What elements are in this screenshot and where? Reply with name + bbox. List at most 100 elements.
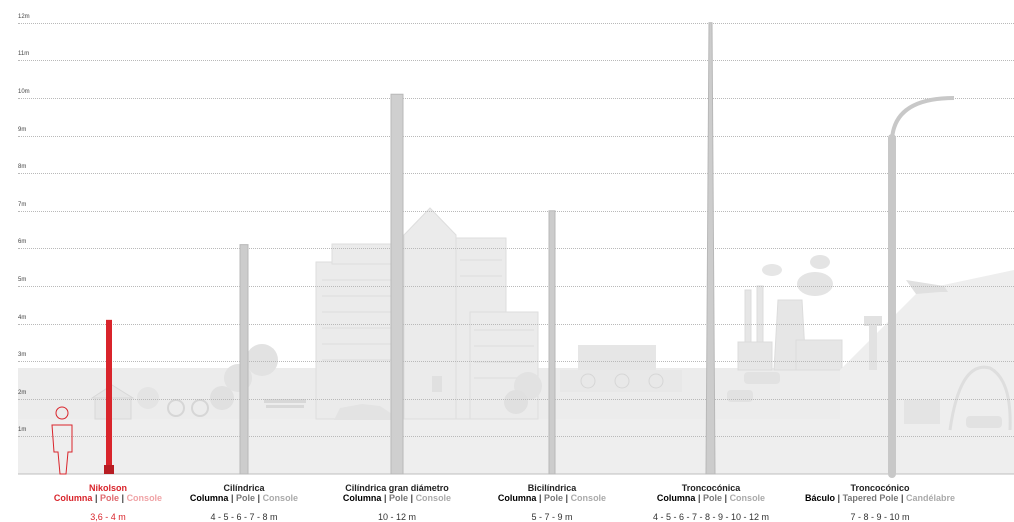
sign-illustration (432, 376, 442, 392)
control-tower-illustration (869, 326, 877, 370)
height-gridline (18, 248, 1014, 249)
product-caption-troncoconica: Troncocónica Columna | Pole | Console 4 … (626, 483, 796, 522)
product-height-range: 10 - 12 m (377, 512, 417, 522)
tree-illustration (210, 386, 234, 410)
type-tertiary: Console (415, 493, 452, 503)
car-illustration (744, 372, 780, 384)
car-illustration (334, 404, 392, 420)
smoke-illustration (810, 255, 830, 269)
height-gridline (18, 136, 1014, 137)
pole-baculo-arm (890, 96, 955, 141)
control-tower-illustration (864, 316, 882, 326)
bench-illustration (264, 399, 306, 403)
product-types: Columna | Pole | Console (342, 493, 452, 503)
product-height-range: 5 - 7 - 9 m (531, 512, 573, 522)
station-building-illustration (578, 345, 656, 370)
mountain-illustration (840, 270, 1014, 419)
truck-illustration (904, 400, 940, 424)
type-primary: Columna (189, 493, 229, 503)
type-tertiary: Console (262, 493, 299, 503)
height-tick-label: 3m (18, 352, 27, 358)
height-tick-label: 6m (18, 239, 27, 245)
pole-bicilindrica (548, 210, 556, 475)
type-secondary: Pole (543, 493, 563, 503)
product-name: Troncocónica (681, 483, 741, 493)
type-primary: Columna (656, 493, 696, 503)
wheel-icon (580, 373, 596, 389)
product-types: Columna | Pole | Console (189, 493, 299, 503)
height-tick-label: 4m (18, 315, 27, 321)
height-tick-label: 12m (18, 14, 30, 20)
tree-illustration (137, 387, 159, 409)
car-illustration (966, 416, 1002, 428)
pole-troncoconica (705, 22, 716, 475)
product-types: Columna | Pole | Console (656, 493, 766, 503)
product-caption-cilindrica-gran-diametro: Cilíndrica gran diámetro Columna | Pole … (312, 483, 482, 522)
pole-nikolson (106, 319, 112, 474)
type-tertiary: Console (570, 493, 607, 503)
product-name: Cilíndrica (223, 483, 265, 493)
height-tick-label: 2m (18, 390, 27, 396)
cyclist-wheel-icon (167, 399, 185, 417)
product-name: Bicilíndrica (527, 483, 577, 493)
ground-band (18, 419, 1014, 474)
pole-base (104, 465, 114, 474)
building-windows-illustration (322, 259, 534, 379)
type-secondary: Pole (235, 493, 255, 503)
product-caption-troncoconico: Troncocónico Báculo | Tapered Pole | Can… (795, 483, 965, 522)
type-primary: Columna (497, 493, 537, 503)
pole-cilindrica (239, 244, 249, 475)
height-tick-label: 5m (18, 277, 27, 283)
type-secondary: Tapered Pole (842, 493, 899, 503)
height-tick-label: 10m (18, 89, 30, 95)
height-gridline (18, 324, 1014, 325)
wheel-icon (648, 373, 664, 389)
type-primary: Columna (342, 493, 382, 503)
product-name: Troncocónico (850, 483, 910, 493)
height-gridline (18, 436, 1014, 437)
product-height-range: 7 - 8 - 9 - 10 m (850, 512, 910, 522)
person-scale-icon (51, 406, 73, 475)
type-secondary: Pole (702, 493, 722, 503)
height-gridline (18, 23, 1014, 24)
type-secondary: Pole (388, 493, 408, 503)
smoke-illustration (762, 264, 782, 276)
height-tick-label: 7m (18, 202, 27, 208)
arch-illustration (948, 365, 1012, 431)
product-name: Cilíndrica gran diámetro (345, 483, 449, 493)
height-tick-label: 9m (18, 127, 27, 133)
type-tertiary: Console (729, 493, 766, 503)
factory-illustration (737, 285, 843, 371)
wheel-icon (614, 373, 630, 389)
product-name: Nikolson (88, 483, 127, 493)
height-tick-label: 8m (18, 164, 27, 170)
product-types: Báculo | Tapered Pole | Candélabre (804, 493, 956, 503)
product-types: Columna | Pole | Console (497, 493, 607, 503)
pole-cilindrica-gran-diametro (390, 93, 404, 475)
product-height-range: 4 - 5 - 6 - 7 - 8 - 9 - 10 - 12 m (652, 512, 770, 522)
height-gridline (18, 60, 1014, 61)
product-types: Columna | Pole | Console (53, 493, 163, 503)
height-gridline (18, 98, 1014, 99)
height-gridline (18, 173, 1014, 174)
house-illustration (90, 384, 135, 420)
height-tick-label: 1m (18, 427, 27, 433)
type-tertiary: Candélabre (905, 493, 956, 503)
type-secondary: Pole (99, 493, 119, 503)
cyclist-wheel-icon (191, 399, 209, 417)
type-primary: Báculo (804, 493, 835, 503)
height-gridline (18, 399, 1014, 400)
airplane-icon (906, 280, 948, 294)
height-tick-label: 11m (18, 51, 30, 57)
bench-illustration (266, 405, 304, 408)
smoke-illustration (797, 272, 833, 296)
product-caption-bicilindrica: Bicilíndrica Columna | Pole | Console 5 … (467, 483, 637, 522)
type-tertiary: Console (126, 493, 163, 503)
height-gridline (18, 211, 1014, 212)
product-caption-cilindrica: Cilíndrica Columna | Pole | Console 4 - … (159, 483, 329, 522)
product-height-range: 4 - 5 - 6 - 7 - 8 m (210, 512, 278, 522)
tree-illustration (246, 344, 278, 376)
type-primary: Columna (53, 493, 93, 503)
